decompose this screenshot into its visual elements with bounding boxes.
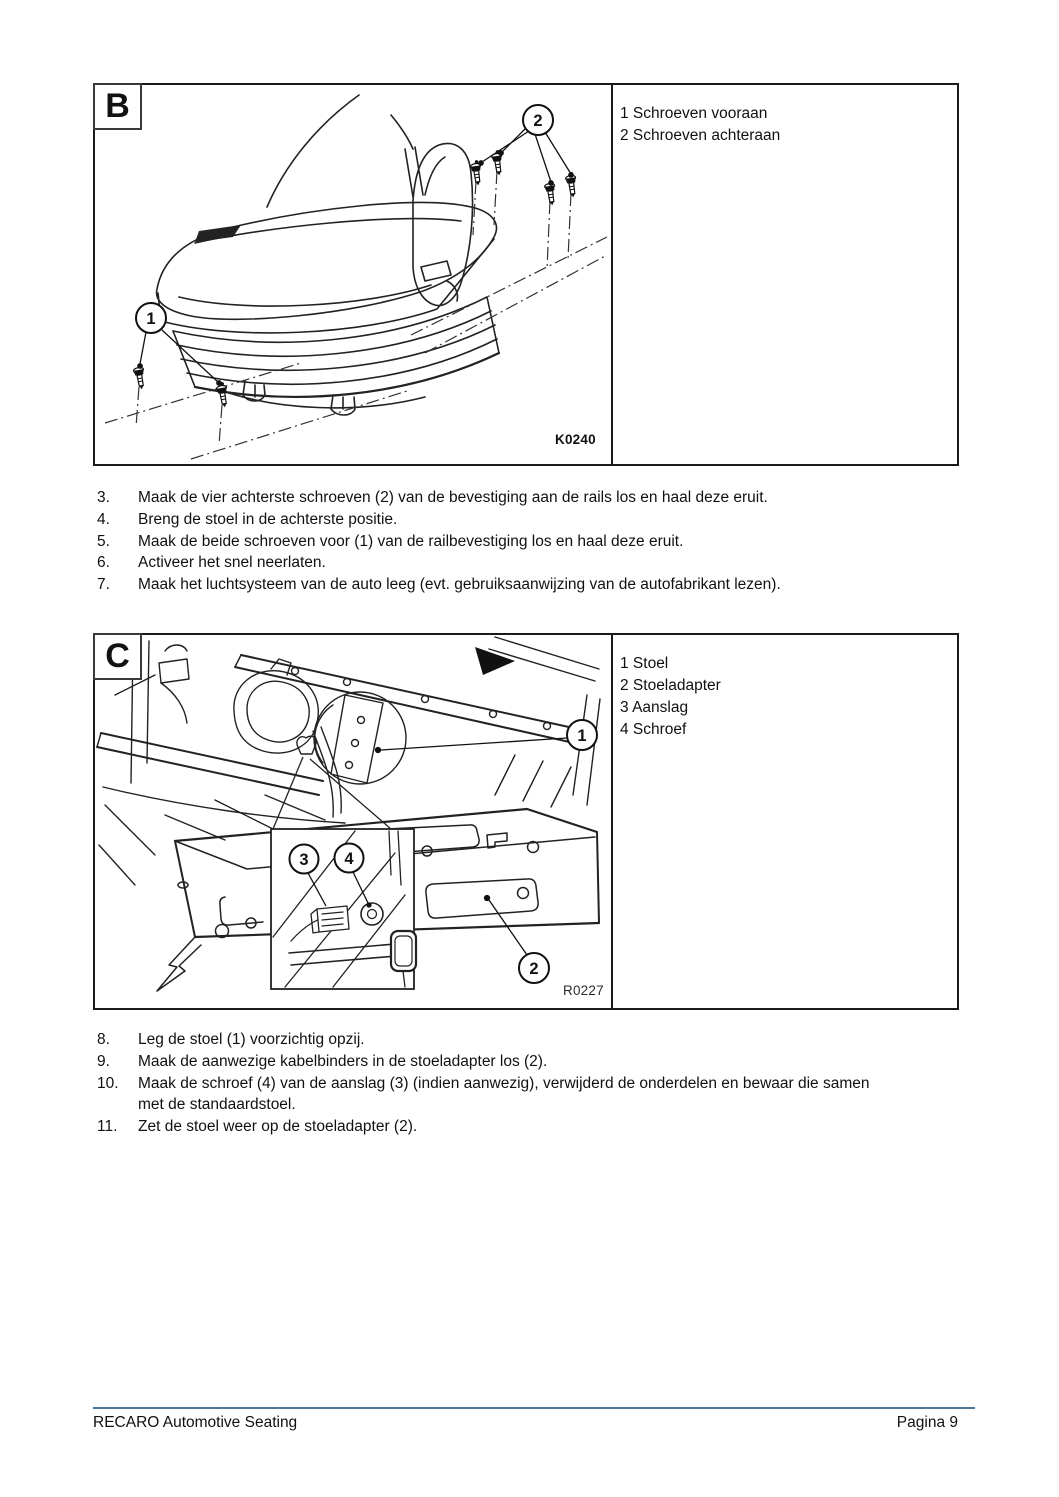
callout-2: 2 [518,952,550,984]
list-item: 11. Zet de stoel weer op de stoeladapter … [97,1116,927,1138]
figure-c-label: C [93,633,142,680]
list-item: 10. Maak de schroef (4) van de aanslag (3… [97,1073,927,1117]
legend-line: 3 Aanslag [620,699,689,716]
callout-leaders [307,737,568,956]
figure-divider [611,635,613,1008]
figure-b-label: B [93,83,142,130]
instruction-list-adapter: 8. Leg de stoel (1) voorzichtig opzij. 9.… [97,1029,927,1138]
item-number: 11. [97,1118,118,1136]
list-item: 8. Leg de stoel (1) voorzichtig opzij. [97,1029,927,1051]
item-number: 3. [97,489,110,506]
figure-divider [611,85,613,464]
list-item: 4. Breng de stoel in de achterste positie… [97,509,927,531]
legend-line: 1 Schroeven vooraan [620,105,768,122]
item-number: 5. [97,532,110,550]
callout-1-number: 1 [146,310,155,328]
list-item: 9. Maak de aanwezige kabelbinders in de s… [97,1051,927,1073]
legend-line: 2 Schroeven achteraan [620,127,781,144]
callout-2-number: 2 [533,112,542,130]
legend-line: 4 Schroef [620,721,687,738]
item-number: 9. [97,1052,110,1070]
figure-b: B [93,83,959,466]
item-text: Maak de vier achterste schroeven (2) van… [138,489,768,506]
callout-4-number: 4 [344,850,354,868]
item-number: 8. [97,1031,110,1048]
callout-2-number: 2 [529,960,538,978]
item-text: Leg de stoel (1) voorzichtig opzij. [138,1031,365,1048]
callout-3-number: 3 [299,851,308,869]
callout-1: 1 [566,719,598,751]
item-text: Maak het luchtsysteem van de auto leeg (… [138,576,781,594]
callout-1-number: 1 [577,727,586,745]
item-number: 6. [97,554,110,572]
item-text: Activeer het snel neerlaten. [138,554,326,572]
figure-c-legend: 1 Stoel 2 Stoeladapter 3 Aanslag 4 Schro… [620,653,949,741]
item-text: Maak de schroef (4) van de aanslag (3) (… [138,1074,870,1114]
list-item: 3. Maak de vier achterste schroeven (2) v… [97,487,927,509]
seat-removal-drawing: 2 1 [104,94,608,460]
callout-leaders [137,127,574,386]
item-text: Zet de stoel weer op de stoeladapter (2)… [138,1118,418,1136]
seat-adapter-drawing: 1 2 3 4 [96,636,601,992]
item-number: 7. [97,576,110,594]
instruction-list-front: 3. Maak de vier achterste schroeven (2) v… [97,487,927,596]
footer-page-number: Pagina 9 [896,1414,958,1431]
screw-icon [214,380,231,409]
item-text: Breng de stoel in de achterste positie. [138,510,398,528]
item-text: Maak de beide schroeven voor (1) van de … [138,532,684,550]
callout-4: 4 [333,842,365,874]
callout-3: 3 [288,843,320,875]
callout-2: 2 [522,104,554,136]
legend-line: 1 Stoel [620,655,669,672]
list-item: 6. Activeer het snel neerlaten. [97,552,927,574]
footer-rule [93,1407,975,1409]
figure-c: C [93,633,959,1010]
centerlines [104,170,608,460]
figure-b-code: K0240 [555,432,596,447]
footer-brand: RECARO Automotive Seating [93,1414,298,1431]
figure-b-legend: 1 Schroeven vooraan 2 Schroeven achteraa… [620,103,949,147]
legend-line: 2 Stoeladapter [620,677,721,694]
seat-sketch [155,94,501,416]
callout-1: 1 [135,302,167,334]
item-number: 4. [97,510,110,528]
item-number: 10. [97,1074,119,1092]
figure-c-code: R0227 [563,983,604,998]
inset-leaders [272,756,392,830]
list-item: 5. Maak de beide schroeven voor (1) van d… [97,531,927,553]
list-item: 7. Maak het luchtsysteem van de auto leeg… [97,574,927,596]
item-text: Maak de aanwezige kabelbinders in de sto… [138,1052,548,1070]
underseat-sketch [96,636,601,886]
